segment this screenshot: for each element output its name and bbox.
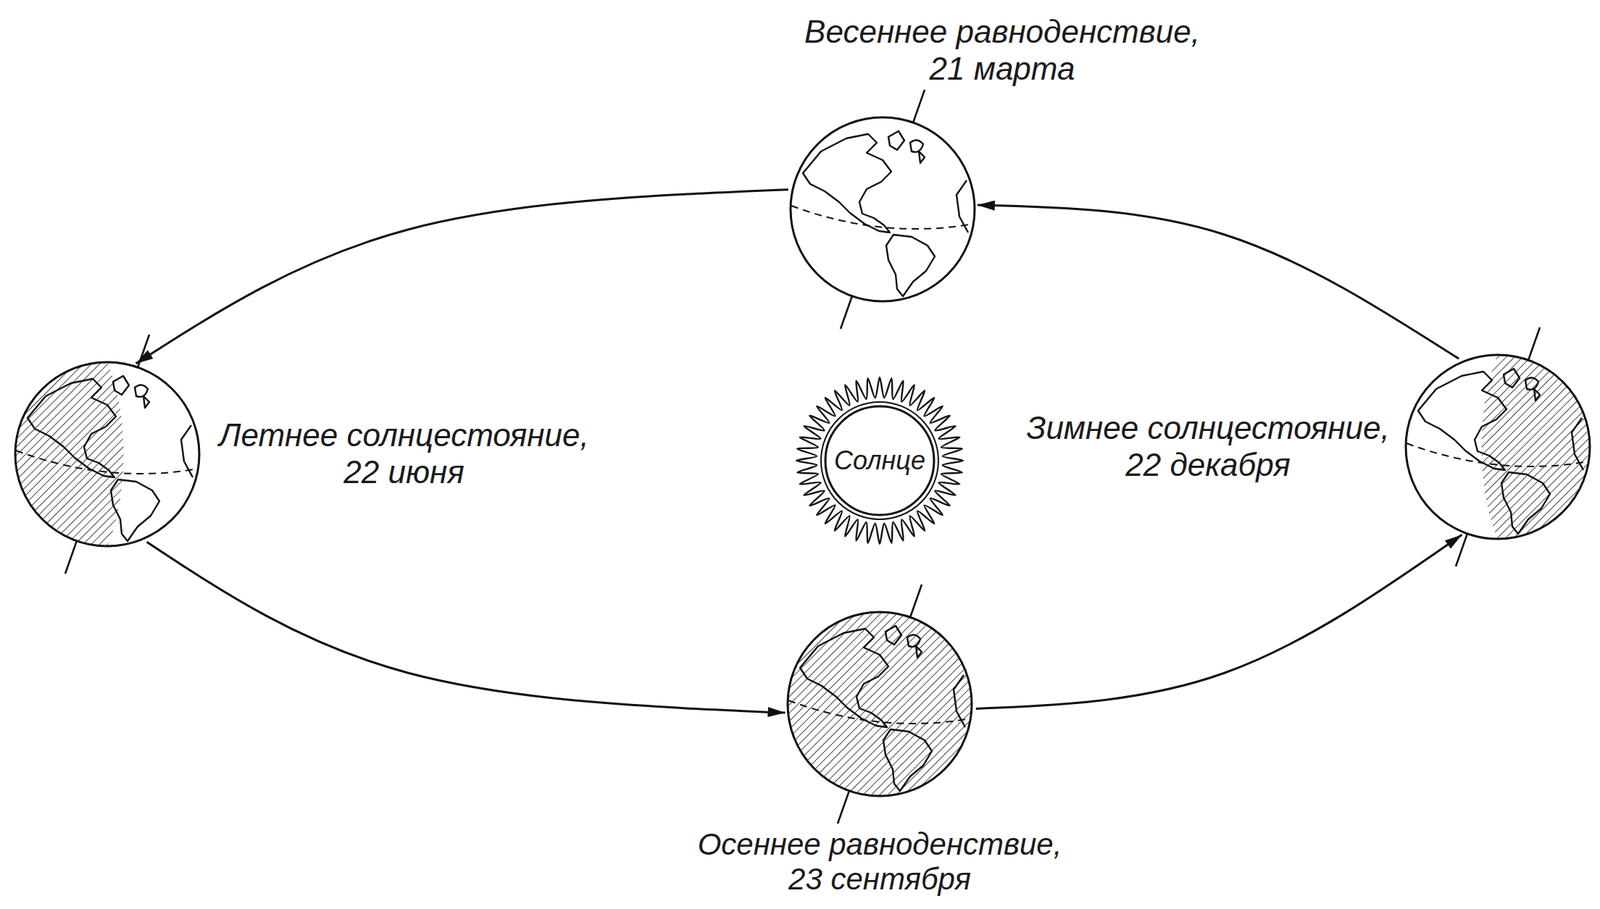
earth-disc <box>1405 355 1590 540</box>
season-label: Весеннее равноденствие, 21 марта <box>801 13 1203 87</box>
sun-rays <box>796 377 964 545</box>
continents <box>788 626 972 792</box>
sun-disc <box>825 406 935 516</box>
earth-outline <box>1405 355 1590 540</box>
earth-globe: Летнее солнцестояние, 22 июня <box>15 362 200 547</box>
earth-disc <box>787 612 972 797</box>
season-label: Осеннее равноденствие, 23 сентября <box>694 827 1066 898</box>
earth-outline <box>790 117 975 302</box>
orbit-arrow <box>135 189 788 364</box>
earth-outline <box>787 612 972 797</box>
earth-symbol <box>787 612 972 797</box>
earth-disc <box>790 117 975 302</box>
continents <box>791 131 974 297</box>
sun-rim <box>821 402 939 520</box>
orbit-arrow <box>147 542 786 714</box>
season-label: Зимнее солнцестояние, 22 декабря <box>1023 410 1393 484</box>
night-side-hatching <box>787 612 972 797</box>
earth-globe: Весеннее равноденствие, 21 марта <box>790 117 975 302</box>
earth-symbol <box>1405 355 1590 540</box>
sun-circle: Солнце <box>825 406 935 516</box>
continents <box>1406 368 1590 535</box>
earth-globe: Осеннее равноденствие, 23 сентября <box>787 612 972 797</box>
sun-label: Солнце <box>834 445 926 476</box>
season-label: Летнее солнцестояние, 22 июня <box>215 417 593 491</box>
earth-outline <box>15 362 200 547</box>
earth-symbol <box>15 362 200 547</box>
continents <box>15 376 199 542</box>
orbit-arrow <box>976 534 1463 709</box>
night-side-hatching <box>15 362 124 547</box>
earth-symbol <box>790 117 975 302</box>
earth-disc <box>15 362 200 547</box>
orbit-arrow <box>977 205 1459 359</box>
earth-globe: Зимнее солнцестояние, 22 декабря <box>1405 355 1590 540</box>
